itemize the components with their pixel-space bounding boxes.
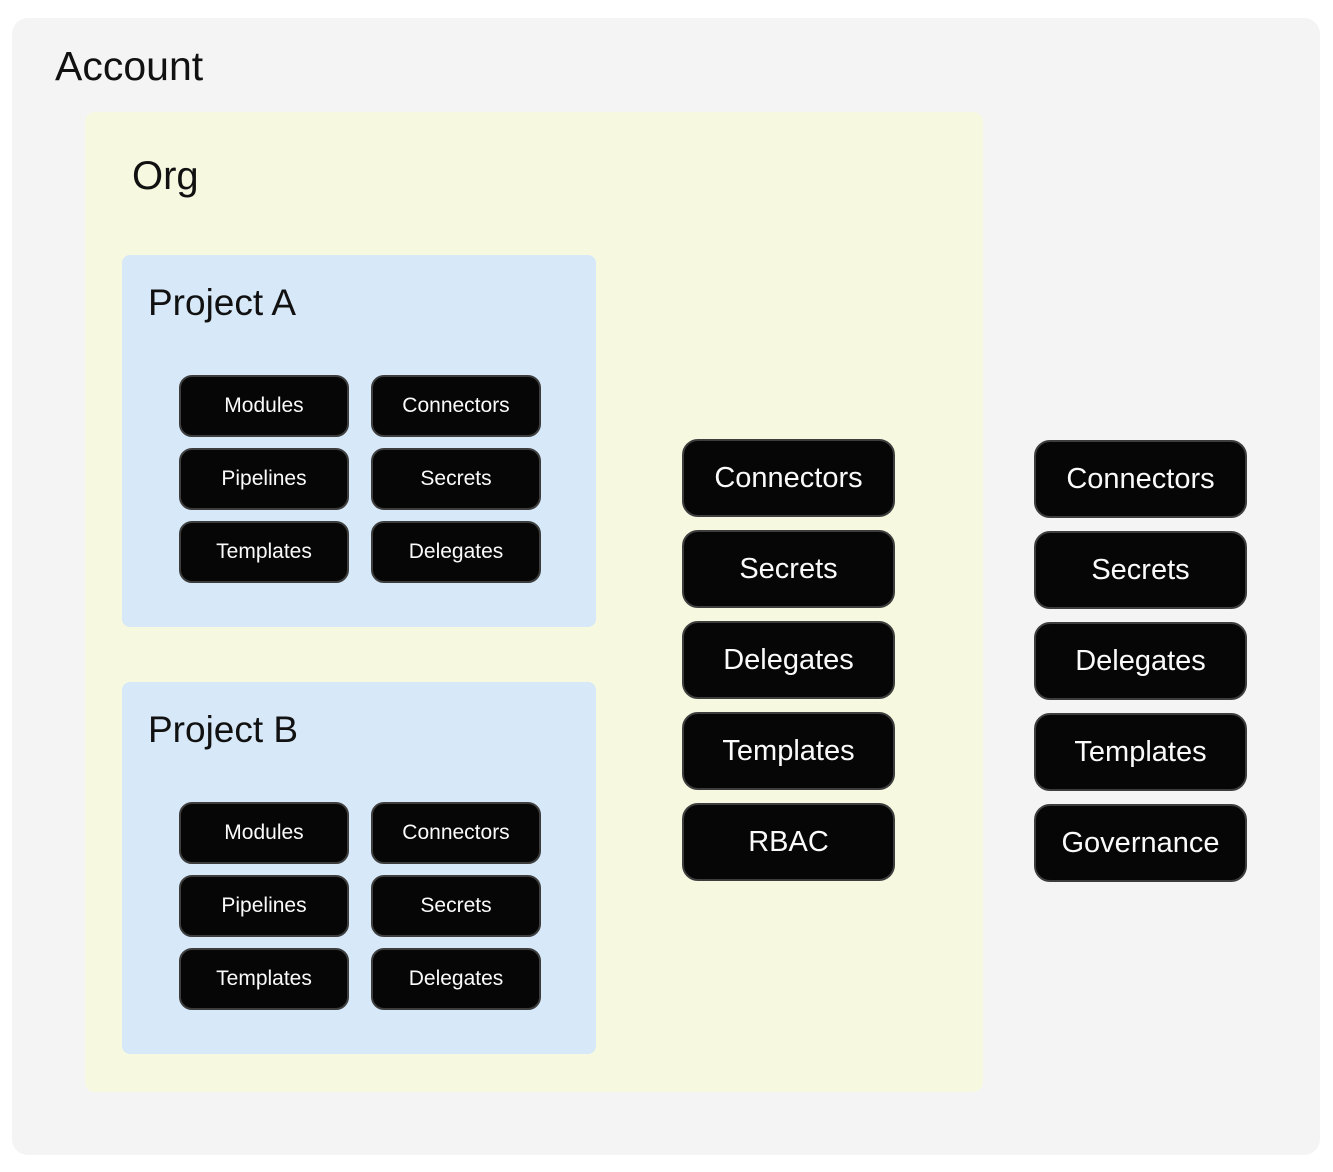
project-a-pill-connectors: Connectors: [371, 375, 541, 437]
account-pill-templates: Templates: [1034, 713, 1247, 791]
org-pill-templates: Templates: [682, 712, 895, 790]
project-a-pill-templates: Templates: [179, 521, 349, 583]
project-a-resource-grid: Modules Connectors Pipelines Secrets Tem…: [179, 375, 541, 583]
account-pill-secrets: Secrets: [1034, 531, 1247, 609]
account-title: Account: [55, 43, 204, 89]
project-b-pill-templates: Templates: [179, 948, 349, 1010]
project-b-resource-grid: Modules Connectors Pipelines Secrets Tem…: [179, 802, 541, 1010]
account-container: Account Org Project A Modules Connectors…: [12, 18, 1320, 1155]
project-a-container: Project A Modules Connectors Pipelines S…: [122, 255, 596, 627]
account-pill-delegates: Delegates: [1034, 622, 1247, 700]
project-b-pill-pipelines: Pipelines: [179, 875, 349, 937]
project-b-container: Project B Modules Connectors Pipelines S…: [122, 682, 596, 1054]
account-resource-column: Connectors Secrets Delegates Templates G…: [1034, 440, 1247, 882]
org-pill-delegates: Delegates: [682, 621, 895, 699]
project-b-pill-connectors: Connectors: [371, 802, 541, 864]
project-b-pill-secrets: Secrets: [371, 875, 541, 937]
project-a-pill-modules: Modules: [179, 375, 349, 437]
account-pill-connectors: Connectors: [1034, 440, 1247, 518]
org-pill-connectors: Connectors: [682, 439, 895, 517]
project-b-title: Project B: [148, 709, 299, 750]
org-resource-column: Connectors Secrets Delegates Templates R…: [682, 439, 895, 881]
org-title: Org: [132, 154, 199, 198]
org-pill-secrets: Secrets: [682, 530, 895, 608]
project-a-pill-pipelines: Pipelines: [179, 448, 349, 510]
project-b-pill-modules: Modules: [179, 802, 349, 864]
project-b-pill-delegates: Delegates: [371, 948, 541, 1010]
org-pill-rbac: RBAC: [682, 803, 895, 881]
org-container: Org Project A Modules Connectors Pipelin…: [85, 112, 983, 1092]
project-a-pill-delegates: Delegates: [371, 521, 541, 583]
account-pill-governance: Governance: [1034, 804, 1247, 882]
project-a-pill-secrets: Secrets: [371, 448, 541, 510]
project-a-title: Project A: [148, 282, 297, 323]
